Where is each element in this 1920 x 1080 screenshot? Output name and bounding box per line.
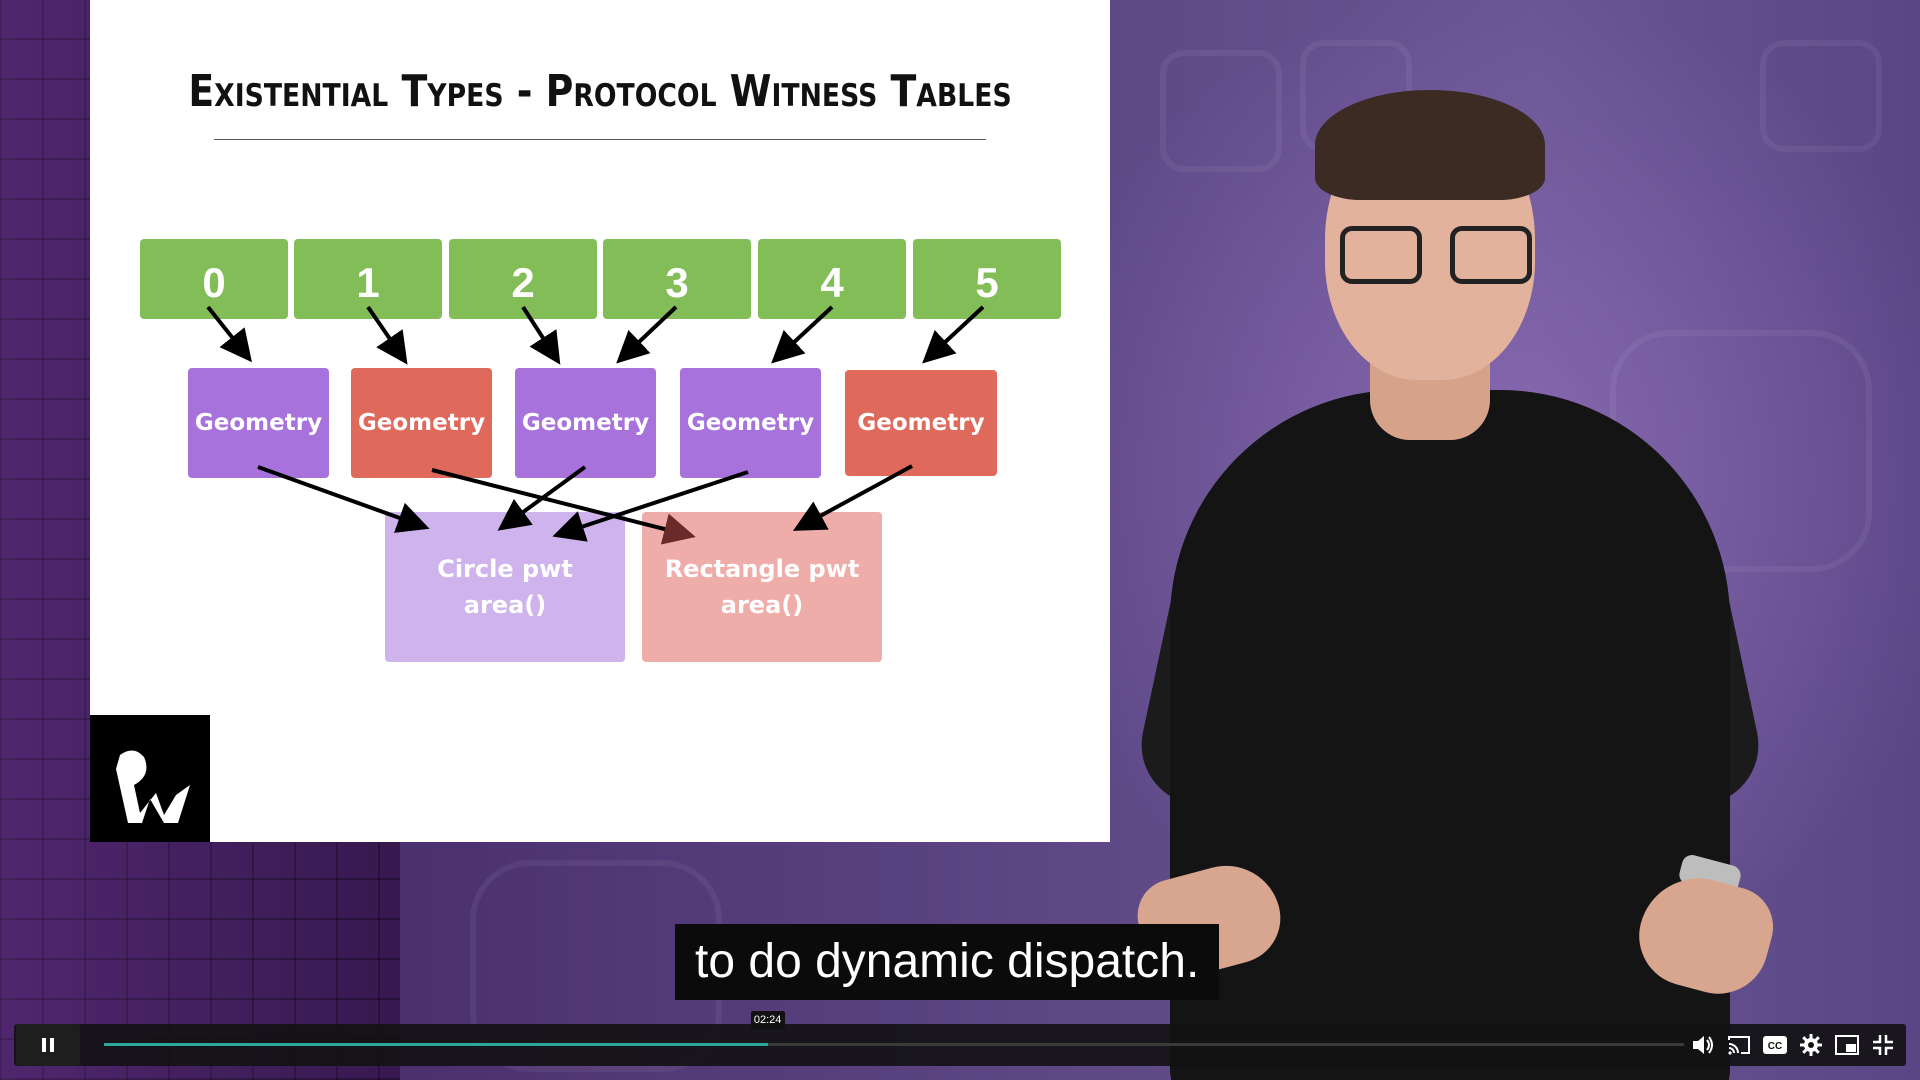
captions-icon[interactable]: CC — [1762, 1032, 1788, 1058]
control-tray: CC — [1690, 1024, 1896, 1066]
index-label: 5 — [975, 259, 999, 306]
index-label: 1 — [356, 259, 380, 306]
exit-fullscreen-icon[interactable] — [1870, 1032, 1896, 1058]
index-label: 3 — [665, 259, 689, 306]
picture-in-picture-icon[interactable] — [1834, 1032, 1860, 1058]
index-box-2: 2 — [449, 239, 597, 319]
pause-icon — [40, 1038, 56, 1052]
player-control-bar: 02:24 CC — [14, 1011, 1906, 1066]
index-box-1: 1 — [294, 239, 442, 319]
geometry-box-3: Geometry — [515, 368, 656, 478]
index-box-5: 5 — [913, 239, 1061, 319]
index-box-3: 3 — [603, 239, 751, 319]
geometry-box-2: Geometry — [351, 368, 492, 478]
index-label: 2 — [511, 259, 535, 306]
circle-pwt-name: Circle pwt — [437, 555, 573, 583]
geometry-box-5: Geometry — [845, 370, 997, 476]
geometry-box-1: Geometry — [188, 368, 329, 478]
settings-icon[interactable] — [1798, 1032, 1824, 1058]
index-label: 0 — [202, 259, 226, 306]
rectangle-pwt-method: area() — [720, 591, 804, 619]
volume-icon[interactable] — [1690, 1032, 1716, 1058]
progress-track[interactable]: 02:24 — [104, 1011, 1684, 1046]
background-wall-icon — [1760, 40, 1882, 152]
geometry-box-4: Geometry — [680, 368, 821, 478]
slide-title: Existential Types - Protocol Witness Tab… — [188, 66, 1012, 117]
index-box-0: 0 — [140, 239, 288, 319]
rectangle-pwt-box: Rectangle pwt area() — [642, 512, 882, 662]
presenter — [1120, 90, 1820, 1080]
cast-icon[interactable] — [1726, 1032, 1752, 1058]
index-box-4: 4 — [758, 239, 906, 319]
circle-pwt-box: Circle pwt area() — [385, 512, 625, 662]
subtitle-caption: to do dynamic dispatch. — [675, 924, 1220, 1000]
rectangle-pwt-name: Rectangle pwt — [664, 555, 860, 583]
pause-button[interactable] — [16, 1024, 80, 1066]
brand-logo — [90, 715, 210, 842]
index-label: 4 — [820, 259, 844, 306]
progress-fill — [104, 1043, 768, 1046]
circle-pwt-method: area() — [463, 591, 547, 619]
background-wall-icon — [1160, 50, 1282, 172]
svg-text:CC: CC — [1768, 1041, 1782, 1052]
title-underline — [214, 139, 986, 140]
presentation-slide: Existential Types - Protocol Witness Tab… — [90, 0, 1110, 842]
current-time-tooltip: 02:24 — [750, 1011, 785, 1029]
